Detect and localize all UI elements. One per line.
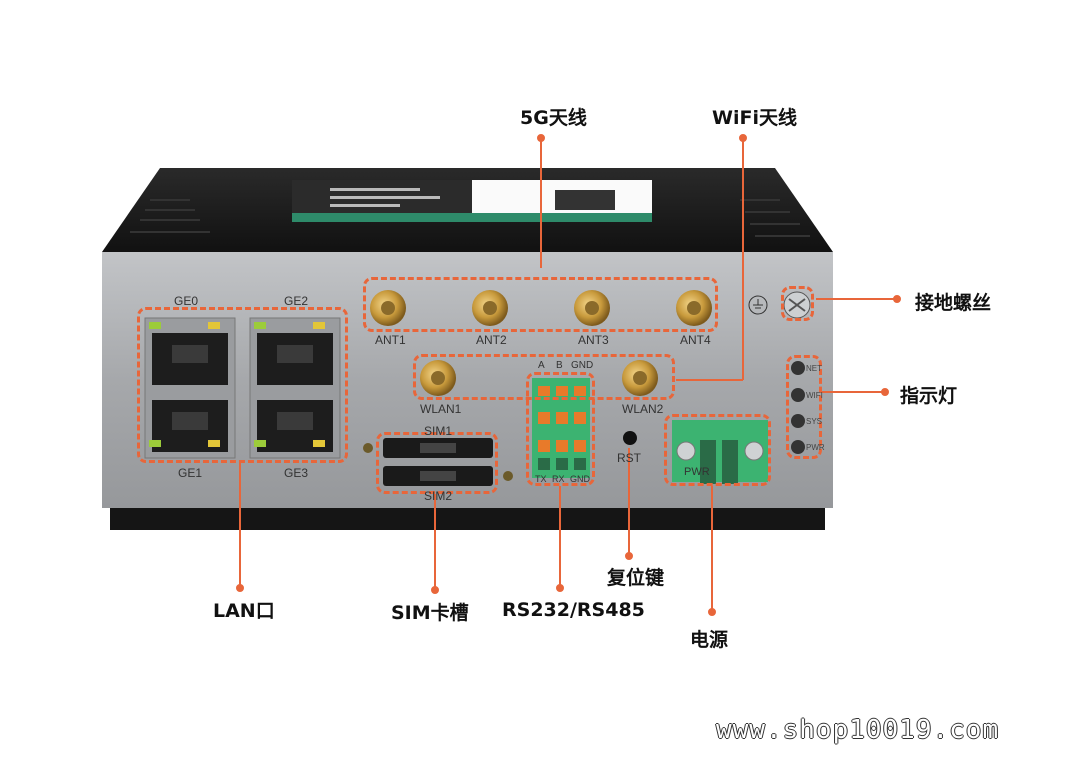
callout-indicator: 指示灯 — [900, 385, 958, 407]
leader-lines — [236, 134, 901, 616]
terminal-label-gnd: GND — [571, 360, 594, 371]
port-label-ge1: GE1 — [178, 466, 203, 480]
ground-screw-highlight — [781, 286, 814, 321]
port-label-pwr: PWR — [684, 466, 710, 478]
led-label-sys: SYS — [806, 417, 823, 426]
port-label-wlan2: WLAN2 — [622, 402, 664, 416]
sim-slot-highlight — [376, 432, 498, 494]
device-base — [110, 508, 825, 530]
port-label-ant2: ANT2 — [476, 333, 507, 347]
port-label-wlan1: WLAN1 — [420, 402, 462, 416]
lan-ports-highlight — [137, 307, 348, 463]
sim-slots — [363, 438, 513, 486]
serial-port-highlight — [526, 372, 595, 486]
led-label-pwr: PWR — [806, 443, 825, 452]
terminal-label-gnd2: GND — [570, 474, 590, 484]
antenna-connectors — [370, 290, 712, 396]
power-terminal — [672, 420, 768, 484]
callout-sim-slot: SIM卡槽 — [391, 602, 469, 624]
led-label-wifi: WIFI — [806, 391, 823, 400]
port-label-ant3: ANT3 — [578, 333, 609, 347]
callout-power: 电源 — [690, 629, 729, 651]
terminal-label-rx: RX — [552, 474, 565, 484]
port-label-rst: RST — [617, 451, 641, 465]
port-label-ge2: GE2 — [284, 294, 309, 308]
callout-lan: LAN口 — [213, 600, 275, 622]
antenna-5g-highlight — [363, 277, 718, 332]
reset-hole — [623, 431, 637, 445]
rj45-ports — [144, 317, 341, 459]
port-label-ant1: ANT1 — [375, 333, 406, 347]
callout-reset-key: 复位键 — [607, 567, 665, 589]
ground-screw — [748, 291, 811, 319]
callout-serial: RS232/RS485 — [502, 599, 645, 621]
callout-5g-antenna: 5G天线 — [520, 107, 587, 129]
terminal-label-a: A — [538, 360, 545, 371]
port-label-sim2: SIM2 — [424, 489, 453, 503]
callout-wifi-antenna: WiFi天线 — [712, 107, 797, 129]
port-label-ge3: GE3 — [284, 466, 309, 480]
port-label-ant4: ANT4 — [680, 333, 711, 347]
antenna-wifi-highlight — [413, 354, 675, 400]
terminal-label-tx: TX — [535, 474, 547, 484]
serial-terminal-block — [532, 378, 590, 478]
watermark-url: www.shop10019.com — [716, 715, 1000, 745]
indicator-highlight — [786, 355, 822, 459]
terminal-label-b: B — [556, 360, 563, 371]
port-label-sim1: SIM1 — [424, 424, 453, 438]
callout-ground-screw: 接地螺丝 — [915, 292, 992, 314]
power-highlight — [664, 414, 771, 486]
led-label-net: NET — [806, 364, 822, 373]
port-label-ge0: GE0 — [174, 294, 199, 308]
